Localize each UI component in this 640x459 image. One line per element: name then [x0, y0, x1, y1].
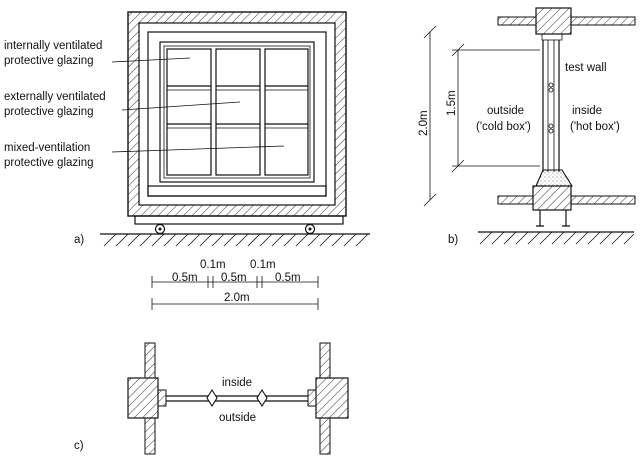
hot-box-label: ('hot box') — [570, 121, 620, 133]
outside-label-c: outside — [219, 412, 256, 424]
mullion-right — [256, 388, 268, 408]
panel-a-label: a) — [74, 234, 84, 246]
dim-total-c: 2.0m — [224, 292, 250, 304]
leader-mixed — [111, 145, 285, 153]
dim-window-label: 1.5m — [446, 90, 458, 116]
right-wall-block — [315, 377, 349, 419]
cold-box-label: ('cold box') — [476, 121, 531, 133]
outside-label: outside — [487, 105, 524, 117]
window-unit-externally-ventilated — [215, 48, 261, 176]
dim-pane-2: 0.5m — [221, 272, 247, 284]
top-block — [535, 7, 572, 35]
glazing-label-3-line2: protective glazing — [4, 157, 94, 169]
bottom-block — [532, 185, 572, 211]
test-wall-label: test wall — [565, 62, 607, 74]
glazing-label-3-line1: mixed-ventilation — [4, 142, 90, 154]
panel-a: internally ventilated protective glazing… — [4, 11, 370, 247]
sill — [535, 169, 573, 187]
leader-externally — [121, 101, 241, 111]
glazing-label-1-line1: internally ventilated — [4, 40, 102, 52]
panel-b: 2.0m 1.5m test wall outside ('cold box')… — [418, 7, 636, 246]
dim-pane-1: 0.5m — [172, 272, 198, 284]
window-unit-internally-ventilated — [166, 48, 212, 176]
dim-gap-right: 0.1m — [250, 259, 276, 271]
mullion-left — [206, 388, 218, 408]
left-wall-block — [127, 377, 159, 419]
panel-c: 0.1m 0.1m 0.5m 0.5m 0.5m 2.0m inside out… — [74, 259, 349, 455]
panel-c-label: c) — [74, 440, 84, 452]
dim-pane-3: 0.5m — [275, 272, 301, 284]
panel-b-label: b) — [448, 234, 458, 246]
glazing-label-2-line2: protective glazing — [4, 106, 94, 118]
leader-internally — [111, 57, 191, 63]
window-unit-mixed-ventilation — [264, 48, 309, 176]
window-frame — [159, 41, 315, 183]
glazing-label-2-line1: externally ventilated — [4, 91, 106, 103]
inside-label-c: inside — [222, 377, 252, 389]
inside-label: inside — [572, 105, 602, 117]
glazing-label-1-line2: protective glazing — [4, 55, 94, 67]
dim-total-label: 2.0m — [418, 110, 430, 136]
dim-gap-left: 0.1m — [200, 259, 226, 271]
